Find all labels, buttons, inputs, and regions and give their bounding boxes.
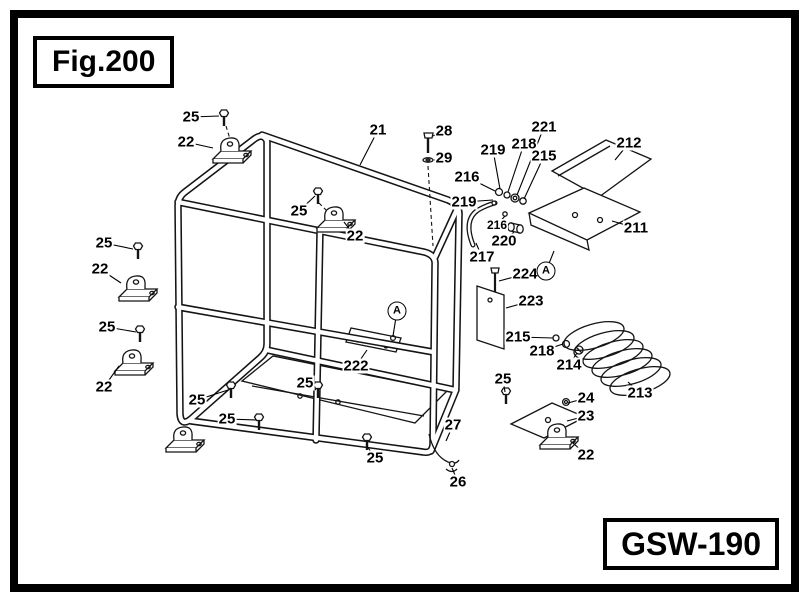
part-label-25: 25 <box>181 108 201 126</box>
part-label-25: 25 <box>289 202 309 220</box>
part-label-23: 23 <box>576 407 596 425</box>
part-label-223: 223 <box>517 292 545 310</box>
part-label-27: 27 <box>443 416 463 434</box>
part-label-215: 215 <box>530 147 558 165</box>
part-label-22: 22 <box>94 378 114 396</box>
part-label-25: 25 <box>187 391 207 409</box>
figure-number: Fig.200 <box>52 45 156 78</box>
part-label-219: 219 <box>450 193 478 211</box>
part-label-215: 215 <box>504 328 532 346</box>
part-label-216: 216 <box>453 168 481 186</box>
part-label-29: 29 <box>434 149 454 167</box>
part-label-211: 211 <box>622 219 650 237</box>
part-label-25: 25 <box>97 318 117 336</box>
figure-number-box: Fig.200 <box>33 36 175 88</box>
part-label-216: 216 <box>485 218 509 232</box>
bolt-28 <box>423 132 434 153</box>
circled-letter-symbol: A <box>536 261 556 281</box>
part-label-218: 218 <box>528 342 556 360</box>
part-label-218: 218 <box>510 135 538 153</box>
part-label-212: 212 <box>615 134 643 152</box>
clip-26 <box>445 460 458 473</box>
part-label-28: 28 <box>434 122 454 140</box>
part-label-217: 217 <box>468 248 496 266</box>
part-label-22: 22 <box>90 260 110 278</box>
part-label-26: 26 <box>448 473 468 491</box>
part-label-21: 21 <box>368 121 388 139</box>
part-label-22: 22 <box>576 446 596 464</box>
part-label-222: 222 <box>342 357 370 375</box>
part-label-22: 22 <box>176 133 196 151</box>
nut-24 <box>561 397 571 407</box>
panel-211 <box>527 187 642 252</box>
part-label-25: 25 <box>94 234 114 252</box>
hardware-small-parts <box>491 187 584 355</box>
pipe-217 <box>466 200 498 248</box>
part-label-221: 221 <box>530 118 558 136</box>
part-label-25: 25 <box>365 449 385 467</box>
part-label-25: 25 <box>493 370 513 388</box>
part-label-219: 219 <box>479 141 507 159</box>
spring-213 <box>563 320 671 397</box>
part-label-25: 25 <box>217 410 237 428</box>
circled-letter-symbol: A <box>387 301 407 321</box>
part-label-214: 214 <box>555 356 583 374</box>
plate-223 <box>476 285 505 350</box>
part-label-25: 25 <box>295 374 315 392</box>
part-label-24: 24 <box>576 389 596 407</box>
model-number: GSW-190 <box>621 526 761 562</box>
washer-29 <box>422 157 434 163</box>
part-label-213: 213 <box>626 384 654 402</box>
part-label-22: 22 <box>345 227 365 245</box>
part-label-220: 220 <box>490 232 518 250</box>
part-label-224: 224 <box>511 265 539 283</box>
model-number-box: GSW-190 <box>603 518 779 570</box>
wire-27 <box>428 433 460 464</box>
frame-tubes <box>174 131 463 457</box>
